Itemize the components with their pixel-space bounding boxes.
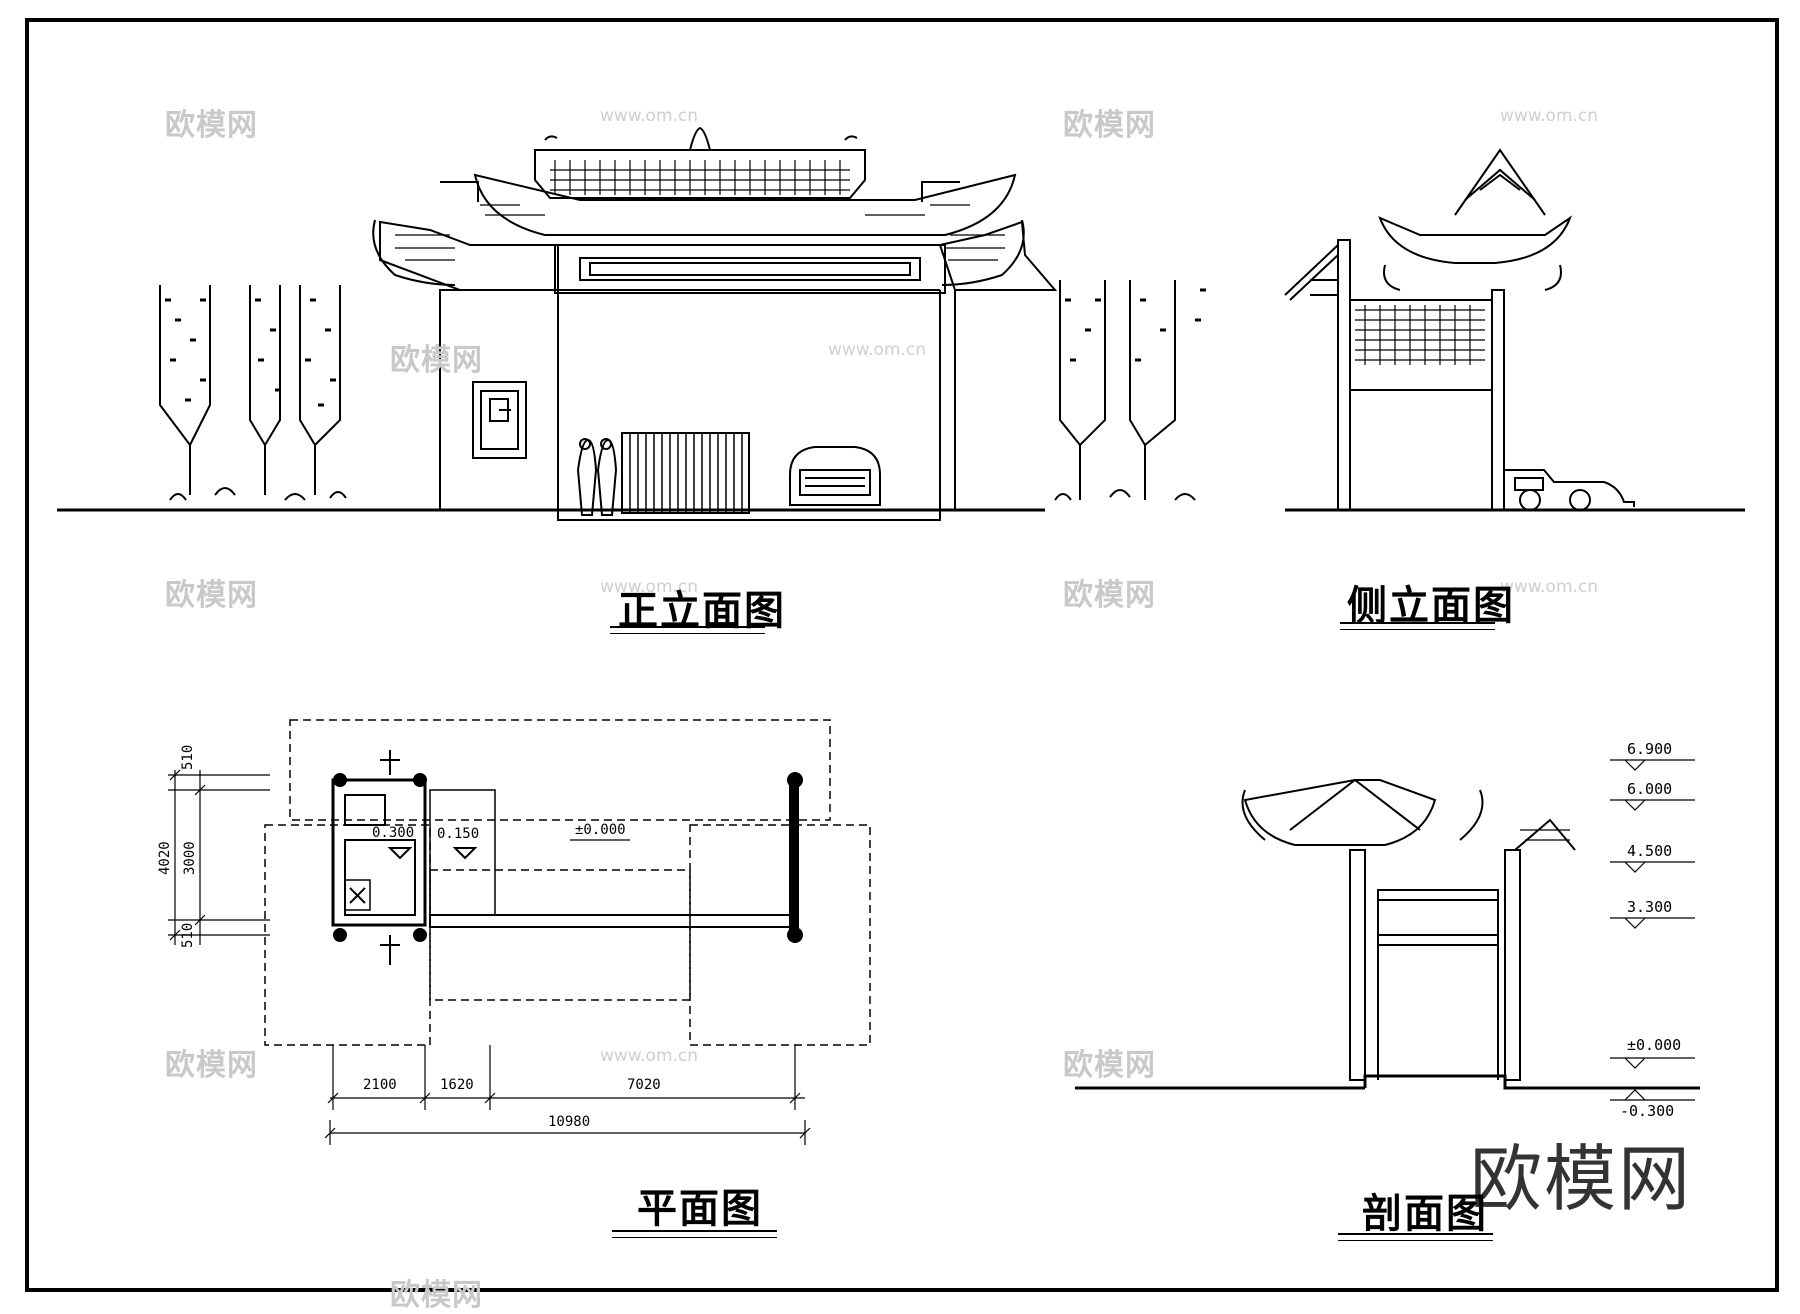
watermark-brand: 欧模网 [165, 108, 258, 143]
plan-level-main: ±0.000 [575, 822, 626, 838]
section-level-3: 4.500 [1627, 842, 1673, 860]
watermark-brand: 欧模网 [165, 578, 258, 613]
watermark-url: www.om.cn [1500, 106, 1599, 126]
section-view [1075, 759, 1700, 1101]
tree-group-right [1054, 280, 1206, 501]
plan-level-room: 0.300 [372, 825, 415, 841]
watermark-url: www.om.cn [1500, 577, 1599, 597]
watermark-url: www.om.cn [600, 1046, 699, 1066]
plan-dim-left-total: 4020 [157, 841, 173, 875]
plan-dim-total: 10980 [548, 1114, 591, 1130]
side-elevation [1284, 148, 1745, 512]
plan-dim-left-3: 510 [180, 922, 196, 948]
plan-dim-bottom-1: 2100 [363, 1077, 397, 1093]
title-underline [1338, 1233, 1493, 1235]
watermark-brand: 欧模网 [390, 343, 483, 378]
watermark-brand: 欧模网 [1063, 578, 1156, 613]
plan-dim-left-2: 3000 [182, 841, 198, 875]
title-underline [1340, 622, 1495, 624]
title-underline [610, 626, 765, 628]
plan-dim-bottom-2: 1620 [440, 1077, 474, 1093]
front-elevation [57, 126, 1058, 521]
watermark-brand: 欧模网 [1063, 1048, 1156, 1083]
watermark-brand: 欧模网 [165, 1048, 258, 1083]
section-level-2: 6.000 [1627, 780, 1673, 798]
watermark-brand: 欧模网 [1063, 108, 1156, 143]
title-underline-thin [1340, 629, 1495, 630]
watermark-brand-large: 欧模网 [1470, 1137, 1693, 1221]
title-underline-thin [612, 1237, 777, 1238]
section-title: 剖面图 [1362, 1191, 1488, 1237]
sheet-border [25, 18, 1779, 1292]
plan-dim-bottom-3: 7020 [627, 1077, 661, 1093]
plan-level-step: 0.150 [437, 826, 480, 842]
section-level-1: 6.900 [1627, 740, 1673, 758]
watermark-url: www.om.cn [828, 340, 927, 360]
section-level-4: 3.300 [1627, 898, 1673, 916]
title-underline-thin [1338, 1240, 1493, 1241]
title-underline [612, 1230, 777, 1232]
plan-dim-left-1: 510 [180, 744, 196, 770]
section-level-6: -0.300 [1620, 1102, 1675, 1120]
watermark-url: www.om.cn [600, 577, 699, 597]
title-underline-thin [610, 633, 765, 634]
plan-title: 平面图 [637, 1186, 763, 1232]
watermark-brand: 欧模网 [390, 1278, 483, 1313]
section-level-5: ±0.000 [1627, 1036, 1682, 1054]
side-elevation-title: 侧立面图 [1347, 583, 1515, 629]
plan-view [168, 719, 871, 1145]
tree-group-left [159, 285, 347, 501]
watermark-url: www.om.cn [600, 106, 699, 126]
